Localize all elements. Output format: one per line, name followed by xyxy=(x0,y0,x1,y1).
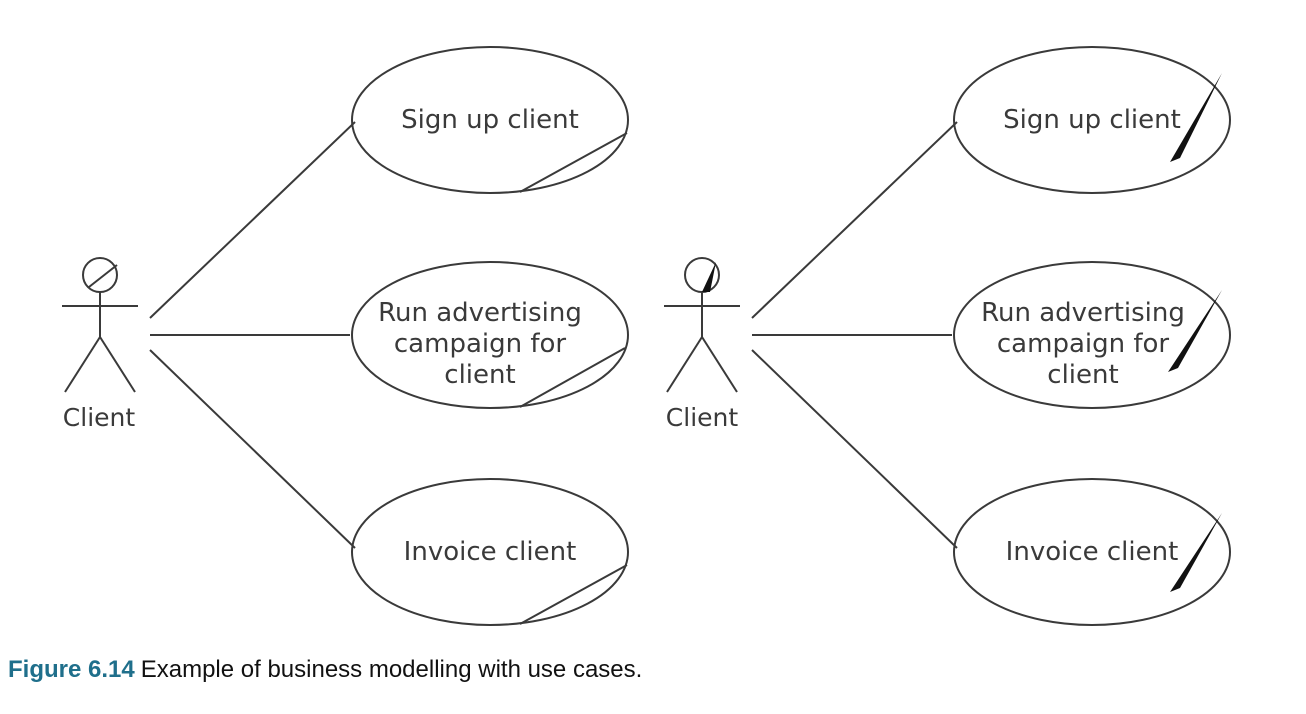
use-case-invoice-client: Invoice client xyxy=(351,478,629,626)
use-case-label: Sign up client xyxy=(1003,105,1181,135)
diagram-right: Client Sign up client Run advertising ca… xyxy=(664,46,1231,626)
actor-left-leg xyxy=(64,336,101,393)
actor-right-leg xyxy=(701,336,738,393)
folded-corner-mark xyxy=(519,132,628,193)
folded-corner-mark xyxy=(519,347,626,408)
use-case-ellipse xyxy=(953,478,1231,626)
figure-number: Figure 6.14 xyxy=(8,656,135,683)
actor-right: Client xyxy=(664,257,740,432)
actor-label: Client xyxy=(666,403,739,432)
use-case-label-line-1: Run advertising xyxy=(378,298,582,328)
use-case-ellipse xyxy=(953,46,1231,194)
diagram-left: Client Sign up client Run advertising ca… xyxy=(62,46,629,626)
actor-right-leg xyxy=(99,336,136,393)
actor-head-mark xyxy=(702,262,716,292)
actor-head xyxy=(82,257,118,293)
use-case-label-line-2: campaign for xyxy=(997,329,1170,359)
use-case-run-advertising-campaign: Run advertising campaign for client xyxy=(351,261,629,409)
actor-head-mark xyxy=(88,264,118,288)
use-case-label-line-1: Run advertising xyxy=(981,298,1185,328)
association-line xyxy=(751,349,958,549)
use-case-run-advertising-campaign: Run advertising campaign for client xyxy=(953,261,1231,409)
use-case-label-line-2: campaign for xyxy=(394,329,567,359)
use-case-sign-up-client: Sign up client xyxy=(953,46,1231,194)
use-case-label-line-3: client xyxy=(1047,360,1118,390)
association-line xyxy=(149,349,356,549)
association-line xyxy=(751,121,958,319)
association-line xyxy=(149,121,356,319)
use-case-label-line-3: client xyxy=(444,360,515,390)
use-case-ellipse xyxy=(351,478,629,626)
actor-head xyxy=(684,257,720,293)
figure-caption-text: Example of business modelling with use c… xyxy=(140,656,643,683)
use-case-ellipse xyxy=(351,46,629,194)
slash-mark xyxy=(1170,73,1222,162)
slash-mark xyxy=(1170,513,1222,592)
use-case-label: Sign up client xyxy=(401,105,579,135)
use-case-invoice-client: Invoice client xyxy=(953,478,1231,626)
use-case-sign-up-client: Sign up client xyxy=(351,46,629,194)
actor-label: Client xyxy=(63,403,136,432)
slash-mark xyxy=(1168,290,1222,372)
folded-corner-mark xyxy=(519,564,628,625)
use-case-diagrams: Client Sign up client Run advertising ca… xyxy=(62,46,1231,626)
use-case-ellipse xyxy=(953,261,1231,409)
use-case-label: Invoice client xyxy=(404,537,577,567)
actor-left: Client xyxy=(62,257,138,432)
use-case-label: Invoice client xyxy=(1006,537,1179,567)
use-case-ellipse xyxy=(351,261,629,409)
actor-left-leg xyxy=(666,336,703,393)
